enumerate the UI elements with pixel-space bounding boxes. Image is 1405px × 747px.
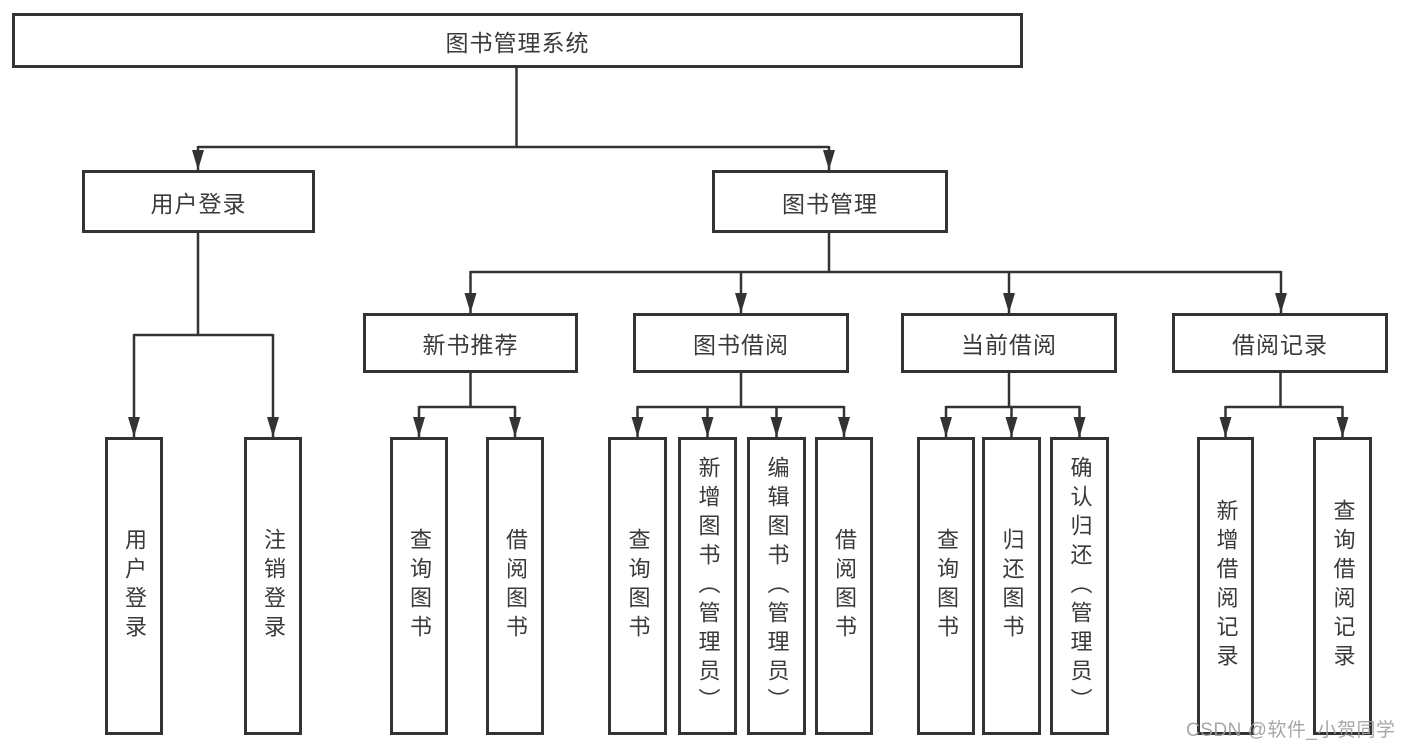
leaf-query-books-borrow: 查询图书 — [608, 437, 667, 735]
node-new-book-recommend: 新书推荐 — [363, 313, 578, 373]
node-label: 用户登录 — [122, 528, 147, 644]
connector-current-borrow — [946, 373, 1080, 409]
node-user-login: 用户登录 — [82, 170, 315, 233]
leaf-edit-books-admin: 编辑图书（管理员） — [747, 437, 806, 735]
node-label: 确认归还（管理员） — [1067, 455, 1093, 717]
node-label: 借阅图书 — [503, 528, 528, 644]
node-label: 新增借阅记录 — [1213, 499, 1239, 673]
node-label: 当前借阅 — [961, 332, 1057, 358]
connector-user-login — [134, 233, 273, 337]
node-borrow-record: 借阅记录 — [1172, 313, 1388, 373]
connector-root — [198, 68, 829, 149]
node-label: 编辑图书（管理员） — [764, 455, 790, 717]
connector-new-book — [419, 373, 515, 409]
leaf-borrow-books: 借阅图书 — [815, 437, 873, 735]
node-label: 查询图书 — [407, 528, 432, 644]
node-label: 注销登录 — [261, 528, 286, 644]
node-label: 查询借阅记录 — [1330, 499, 1356, 673]
node-label: 借阅记录 — [1232, 332, 1328, 358]
leaf-add-books-admin: 新增图书（管理员） — [678, 437, 737, 735]
node-label: 查询图书 — [934, 528, 959, 644]
connector-borrow-record — [1225, 373, 1343, 409]
leaf-user-login: 用户登录 — [105, 437, 163, 735]
connector-book-borrow — [637, 373, 844, 409]
leaf-query-borrow-record: 查询借阅记录 — [1313, 437, 1372, 735]
node-label: 新书推荐 — [422, 332, 519, 358]
leaf-query-books-recommend: 查询图书 — [390, 437, 448, 735]
leaf-logout: 注销登录 — [244, 437, 302, 735]
leaf-return-books: 归还图书 — [982, 437, 1041, 735]
node-label: 图书管理系统 — [445, 29, 590, 56]
leaf-confirm-return-admin: 确认归还（管理员） — [1050, 437, 1109, 735]
connector-book-management — [470, 233, 1281, 274]
leaf-borrow-books-recommend: 借阅图书 — [486, 437, 544, 735]
node-label: 用户登录 — [150, 190, 247, 217]
node-library-management-system: 图书管理系统 — [12, 13, 1023, 68]
node-book-management: 图书管理 — [712, 170, 948, 233]
leaf-add-borrow-record: 新增借阅记录 — [1197, 437, 1254, 735]
node-label: 借阅图书 — [832, 528, 857, 644]
node-current-borrow: 当前借阅 — [901, 313, 1117, 373]
leaf-query-books-current: 查询图书 — [917, 437, 975, 735]
node-book-borrow: 图书借阅 — [633, 313, 849, 373]
node-label: 归还图书 — [999, 528, 1025, 644]
csdn-watermark: CSDN @软件_小贺同学 — [1186, 720, 1396, 741]
node-label: 图书借阅 — [693, 332, 789, 358]
node-label: 新增图书（管理员） — [695, 455, 721, 717]
node-label: 图书管理 — [782, 190, 878, 217]
node-label: 查询图书 — [625, 528, 651, 644]
